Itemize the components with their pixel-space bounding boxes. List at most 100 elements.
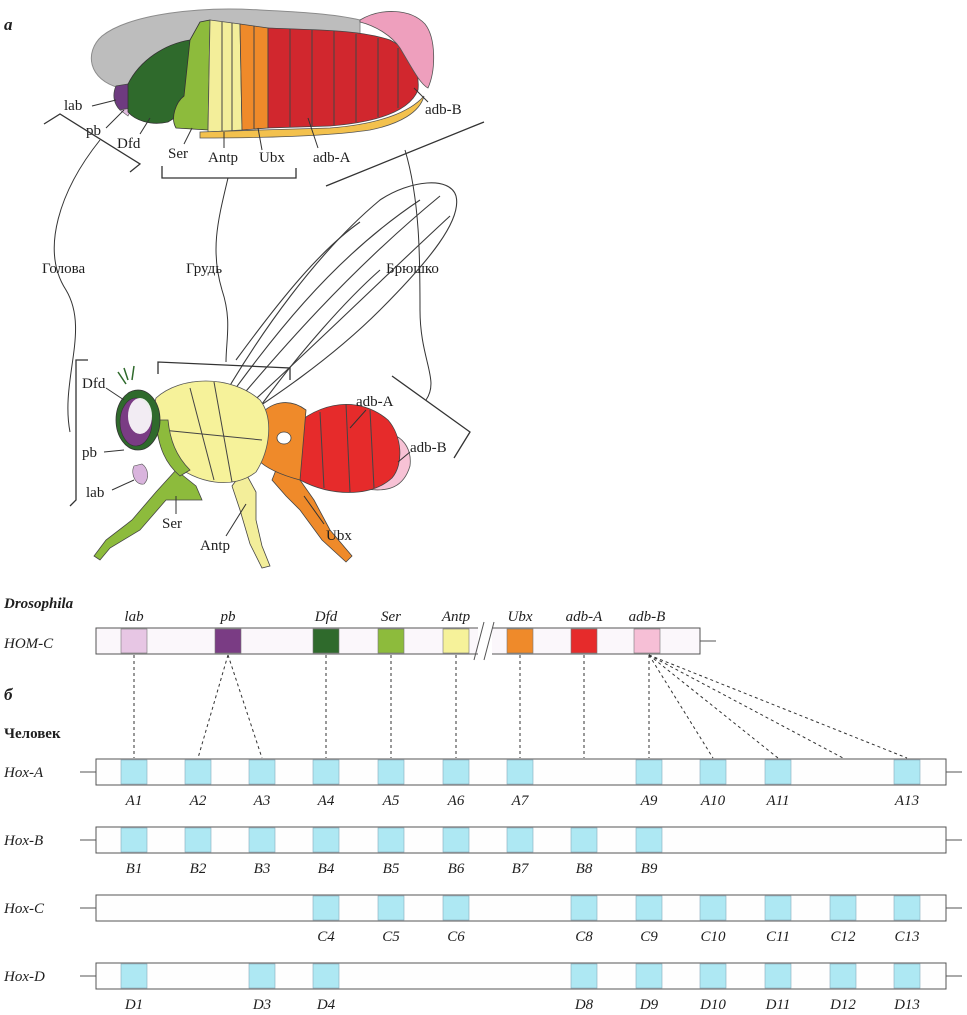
hox-gene-B3 — [248, 827, 276, 853]
embryo-segment-pb — [113, 83, 131, 111]
fly-label-adbA: adb-A — [356, 394, 394, 410]
homc-gene-label: adb-A — [566, 609, 603, 625]
embryo-segment-adbB — [359, 11, 435, 89]
homology-link — [648, 654, 779, 759]
hox-gene-A9 — [635, 759, 663, 785]
homc-gene-Ser — [377, 628, 405, 654]
region-label-thorax: Грудь — [186, 261, 222, 277]
homc-gene-label: lab — [124, 609, 144, 625]
abdomen-bracket-fly — [391, 375, 471, 459]
head-bracket-top — [43, 113, 142, 173]
homc-gene-label: pb — [220, 609, 237, 625]
hox-gene-B8 — [570, 827, 598, 853]
hox-gene-label: D13 — [893, 997, 920, 1013]
fly-label-Ubx: Ubx — [326, 528, 352, 544]
hox-gene-C12 — [829, 895, 857, 921]
hox-gene-label: B1 — [126, 861, 143, 877]
abdomen-connector — [404, 149, 432, 401]
hox-gene-label: A2 — [189, 793, 207, 809]
hox-gene-B6 — [442, 827, 470, 853]
hox-gene-label: A9 — [640, 793, 658, 809]
fly-abdomen-adbA — [289, 404, 401, 493]
hox-gene-label: A6 — [447, 793, 465, 809]
homc-gene-adb-A — [570, 628, 598, 654]
hox-gene-label: B4 — [318, 861, 335, 877]
homc-gene-label: adb-B — [629, 609, 666, 625]
hox-gene-label: C11 — [766, 929, 790, 945]
hox-gene-D8 — [570, 963, 598, 989]
hox-gene-D4 — [312, 963, 340, 989]
fly-mouth-lab — [132, 463, 148, 485]
hox-gene-D11 — [764, 963, 792, 989]
homc-gene-lab — [120, 628, 148, 654]
hox-gene-label: B9 — [641, 861, 658, 877]
head-connector — [53, 139, 101, 433]
hox-gene-D9 — [635, 963, 663, 989]
embryo-label-pb: pb — [86, 123, 101, 139]
drosophila-title: Drosophila — [3, 596, 74, 612]
hox-gene-label: D9 — [639, 997, 659, 1013]
human-title: Человек — [4, 726, 61, 742]
hox-gene-label: C13 — [894, 929, 919, 945]
hox-gene-B9 — [635, 827, 663, 853]
hox-gene-label: D8 — [574, 997, 594, 1013]
hox-gene-label: B7 — [512, 861, 530, 877]
region-label-abdomen: Брюшко — [386, 261, 439, 277]
thorax-bracket-top — [161, 166, 297, 179]
hox-gene-A10 — [699, 759, 727, 785]
hox-gene-A5 — [377, 759, 405, 785]
homc-gene-label: Antp — [441, 609, 471, 625]
hox-gene-label: C8 — [575, 929, 593, 945]
hox-gene-label: A5 — [382, 793, 400, 809]
homology-link — [648, 654, 714, 759]
hox-gene-D3 — [248, 963, 276, 989]
thorax-connector — [215, 177, 229, 363]
hox-gene-A7 — [506, 759, 534, 785]
abdomen-bracket-top — [325, 121, 485, 187]
hox-gene-label: A4 — [317, 793, 335, 809]
embryo-label-Dfd: Dfd — [117, 136, 141, 152]
panel-label-b: б — [4, 685, 14, 704]
fly-label-pb: pb — [82, 445, 97, 461]
homc-gene-Antp — [442, 628, 470, 654]
hox-gene-label: D1 — [124, 997, 143, 1013]
hox-gene-label: C10 — [700, 929, 726, 945]
fly-label-lab: lab — [86, 485, 104, 501]
homology-link — [227, 654, 263, 759]
head-bracket-fly — [69, 359, 88, 507]
hox-gene-label: B3 — [254, 861, 271, 877]
hox-gene-label: C12 — [830, 929, 856, 945]
hox-gene-label: D3 — [252, 997, 271, 1013]
fly-leg-Ser — [93, 469, 203, 561]
hox-gene-A11 — [764, 759, 792, 785]
hox-gene-label: A1 — [125, 793, 143, 809]
hox-gene-D10 — [699, 963, 727, 989]
hox-gene-C9 — [635, 895, 663, 921]
hox-gene-A1 — [120, 759, 148, 785]
hox-gene-A3 — [248, 759, 276, 785]
fly-eye-highlight — [128, 398, 152, 434]
homology-link — [648, 654, 908, 759]
hox-gene-label: A10 — [700, 793, 726, 809]
hox-cluster-name: Hox-A — [3, 765, 44, 781]
hox-cluster-bar — [95, 894, 947, 922]
hox-gene-label: D4 — [316, 997, 336, 1013]
hox-gene-label: A11 — [765, 793, 789, 809]
hox-gene-B1 — [120, 827, 148, 853]
homc-gene-adb-B — [633, 628, 661, 654]
hox-gene-B2 — [184, 827, 212, 853]
hox-gene-C4 — [312, 895, 340, 921]
hox-gene-label: B2 — [190, 861, 207, 877]
hox-gene-label: C4 — [317, 929, 335, 945]
fly-thorax-Ser — [155, 419, 191, 477]
hox-gene-A6 — [442, 759, 470, 785]
homc-gene-label: Ubx — [508, 609, 533, 625]
hox-gene-label: B6 — [448, 861, 465, 877]
embryo-label-lab: lab — [64, 98, 82, 114]
hox-gene-B4 — [312, 827, 340, 853]
embryo-label-Ser: Ser — [168, 146, 188, 162]
